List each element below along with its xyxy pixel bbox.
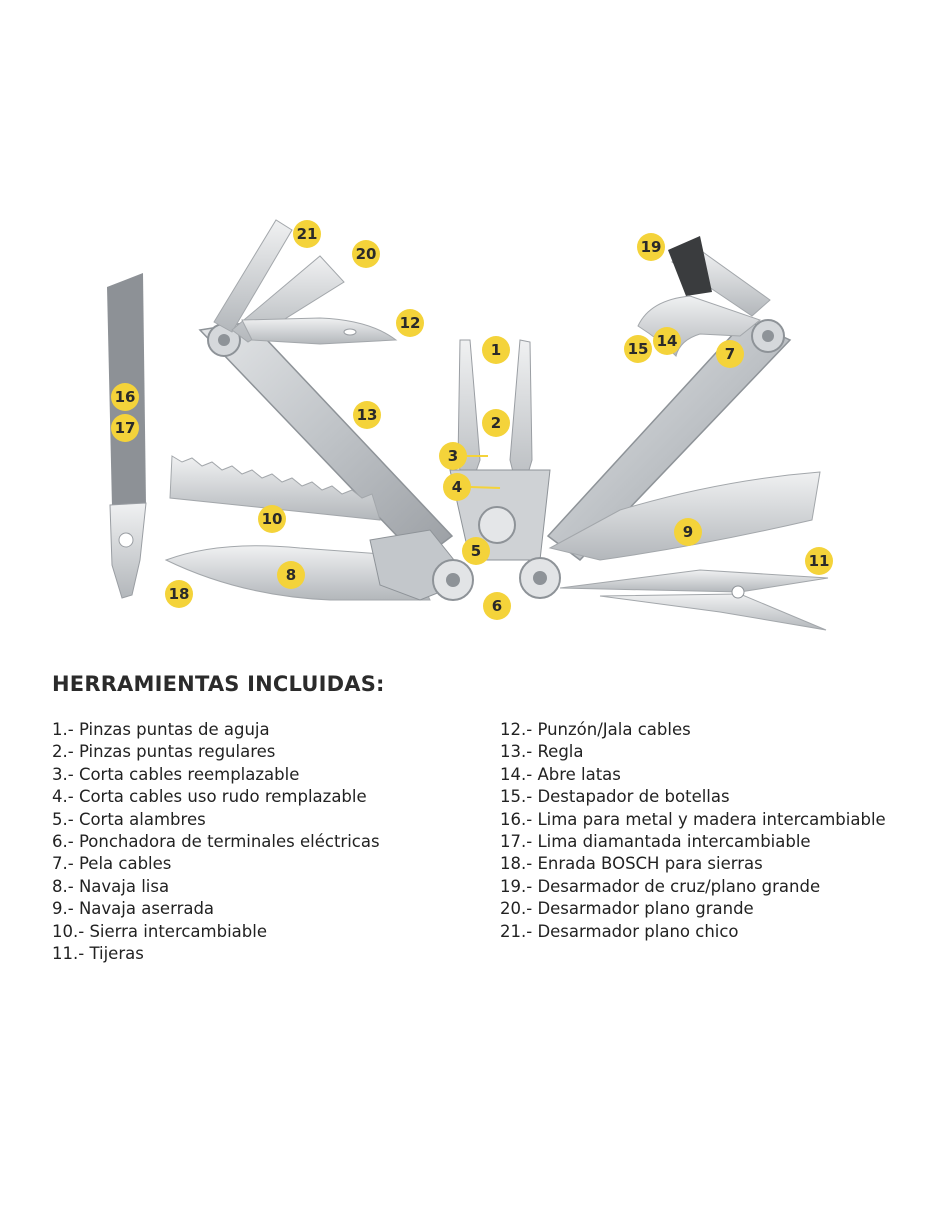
callout-4: 4	[443, 473, 471, 501]
tool-item: 5.- Corta alambres	[52, 809, 206, 829]
left-handle	[198, 321, 454, 561]
svg-text:10: 10	[262, 510, 283, 528]
callout-2: 2	[482, 409, 510, 437]
callout-18: 18	[165, 580, 193, 608]
svg-text:19: 19	[641, 238, 662, 256]
multitool-illustration: 21 20 12 1 19 15 14 7 16 17 13 2 3 4 10 …	[107, 219, 833, 631]
svg-text:13: 13	[357, 406, 378, 424]
tool-item: 12.- Punzón/Jala cables	[500, 720, 691, 739]
svg-text:5: 5	[471, 542, 481, 560]
svg-text:7: 7	[725, 345, 735, 363]
callout-6: 6	[483, 592, 511, 620]
left-pivot	[369, 529, 474, 601]
tool-item: 11.- Tijeras	[52, 943, 144, 963]
tool-list-left: 1.- Pinzas puntas de aguja 2.- Pinzas pu…	[52, 719, 380, 965]
svg-text:21: 21	[297, 225, 318, 243]
callout-8: 8	[277, 561, 305, 589]
svg-text:20: 20	[356, 245, 377, 263]
callout-3: 3	[439, 442, 467, 470]
svg-text:1: 1	[491, 341, 501, 359]
callout-13: 13	[353, 401, 381, 429]
scissors	[559, 569, 829, 631]
callout-15: 15	[624, 335, 652, 363]
callout-12: 12	[396, 309, 424, 337]
tool-item: 17.- Lima diamantada intercambiable	[500, 831, 811, 851]
bit-driver	[668, 236, 771, 317]
callout-20: 20	[352, 240, 380, 268]
callout-10: 10	[258, 505, 286, 533]
svg-text:9: 9	[683, 523, 693, 541]
section-title: HERRAMIENTAS INCLUIDAS:	[52, 672, 385, 696]
callout-9: 9	[674, 518, 702, 546]
svg-text:16: 16	[115, 388, 136, 406]
callout-7: 7	[716, 340, 744, 368]
callout-5: 5	[462, 537, 490, 565]
callout-1: 1	[482, 336, 510, 364]
right-handle	[546, 319, 792, 561]
svg-text:3: 3	[448, 447, 458, 465]
serrated-knife	[548, 471, 821, 561]
svg-text:17: 17	[115, 419, 136, 437]
tool-item: 15.- Destapador de botellas	[500, 787, 730, 807]
callout-19: 19	[637, 233, 665, 261]
tool-item: 7.- Pela cables	[52, 854, 172, 874]
tool-item: 20.- Desarmador plano grande	[500, 899, 754, 919]
tool-list-right: 12.- Punzón/Jala cables 13.- Regla 14.- …	[500, 719, 886, 943]
tool-item: 2.- Pinzas puntas regulares	[52, 742, 276, 762]
svg-text:4: 4	[452, 478, 462, 496]
callout-14: 14	[653, 327, 681, 355]
tool-item: 1.- Pinzas puntas de aguja	[52, 720, 270, 739]
tool-item: 16.- Lima para metal y madera intercambi…	[500, 809, 886, 829]
svg-text:2: 2	[491, 414, 501, 432]
small-screwdriver	[213, 219, 293, 333]
svg-text:15: 15	[628, 340, 649, 358]
svg-text:14: 14	[657, 332, 678, 350]
awl	[241, 317, 398, 345]
callout-17: 17	[111, 414, 139, 442]
svg-text:6: 6	[492, 597, 502, 615]
tool-item: 18.- Enrada BOSCH para sierras	[500, 854, 763, 874]
tool-item: 10.- Sierra intercambiable	[52, 921, 267, 941]
tool-item: 21.- Desarmador plano chico	[500, 921, 739, 941]
svg-text:8: 8	[286, 566, 296, 584]
callout-leader-4	[469, 486, 501, 489]
callout-21: 21	[293, 220, 321, 248]
tool-item: 4.- Corta cables uso rudo remplazable	[52, 787, 367, 807]
tool-item: 8.- Navaja lisa	[52, 876, 170, 896]
tool-item: 13.- Regla	[500, 742, 584, 762]
right-pivot	[519, 557, 561, 599]
svg-text:11: 11	[809, 552, 830, 570]
tool-item: 6.- Ponchadora de terminales eléctricas	[52, 831, 380, 851]
callout-group: 21 20 12 1 19 15 14 7 16 17 13 2 3 4 10 …	[111, 220, 833, 620]
tool-item: 9.- Navaja aserrada	[52, 899, 215, 919]
svg-text:18: 18	[169, 585, 190, 603]
tool-item: 14.- Abre latas	[500, 764, 621, 784]
svg-text:12: 12	[400, 314, 421, 332]
tool-item: 3.- Corta cables reemplazable	[52, 764, 300, 784]
tool-item: 19.- Desarmador de cruz/plano grande	[500, 876, 821, 896]
callout-11: 11	[805, 547, 833, 575]
saw	[169, 455, 381, 521]
callout-16: 16	[111, 383, 139, 411]
